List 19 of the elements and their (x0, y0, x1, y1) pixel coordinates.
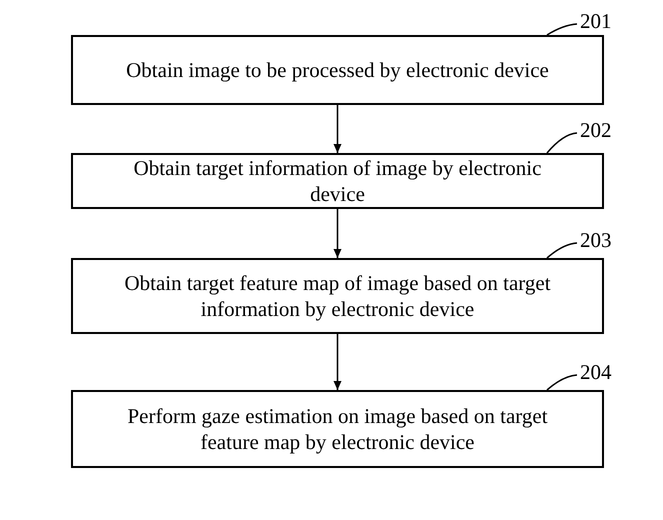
process-box (71, 153, 604, 209)
arrow (334, 209, 342, 258)
leader-line (546, 374, 578, 391)
reference-number: 204 (580, 362, 620, 384)
process-box (71, 390, 604, 468)
leader-line (546, 23, 578, 36)
process-box (71, 258, 604, 334)
step-text: Perform gaze estimation on image based on target feature map by electronic device (126, 402, 549, 456)
arrow (334, 334, 342, 390)
process-box (71, 35, 604, 105)
step-text: Obtain target information of image by electronic device (132, 154, 542, 208)
reference-number: 203 (580, 230, 620, 252)
arrow (334, 105, 342, 153)
leader-line (546, 132, 578, 154)
leader-line (546, 242, 578, 259)
reference-number: 202 (580, 120, 620, 142)
reference-number: 201 (580, 11, 620, 33)
step-text: Obtain target feature map of image based on target information by electronic device (123, 270, 552, 322)
step-text: Obtain image to be processed by electronic device (126, 56, 549, 84)
